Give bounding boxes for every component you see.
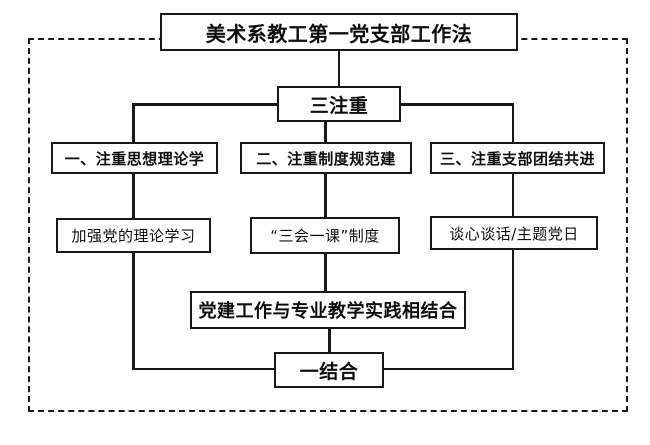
connector-branch1-to-child1 — [132, 174, 135, 218]
connector-child2-to-merge — [324, 254, 327, 291]
connector-right-rail-to-bottom — [382, 367, 514, 370]
connector-child3-down-rail — [511, 250, 514, 368]
connector-merge-to-bottom — [328, 329, 331, 352]
node-branch-3-child: 谈心谈话/主题党日 — [430, 216, 598, 250]
node-branch-1-child: 加强党的理论学习 — [56, 218, 211, 253]
node-branch-2-child: “三会一课”制度 — [250, 217, 400, 254]
node-one-integration: 一结合 — [274, 352, 384, 388]
connector-level2-to-branch1 — [132, 103, 135, 142]
node-merge-practice: 党建工作与专业教学实践相结合 — [190, 291, 466, 329]
connector-level2-to-branch2 — [324, 122, 327, 142]
connector-branch2-to-child2 — [324, 174, 327, 217]
connector-left-rail-to-bottom — [132, 367, 276, 370]
connector-child1-down-rail — [132, 253, 135, 368]
diagram-title-box: 美术系教工第一党支部工作法 — [160, 13, 518, 51]
connector-branch3-to-child3 — [511, 174, 514, 216]
connector-level2-right-horizontal — [399, 103, 514, 106]
node-branch-1: 一、注重思想理论学 — [51, 142, 218, 174]
node-branch-2: 二、注重制度规范建 — [240, 142, 412, 174]
node-three-emphases: 三注重 — [277, 86, 401, 122]
connector-title-to-level2 — [337, 51, 340, 86]
node-branch-3: 三、注重支部团结共进 — [430, 142, 605, 174]
connector-level2-left-horizontal — [132, 103, 279, 106]
connector-level2-to-branch3 — [511, 103, 514, 142]
